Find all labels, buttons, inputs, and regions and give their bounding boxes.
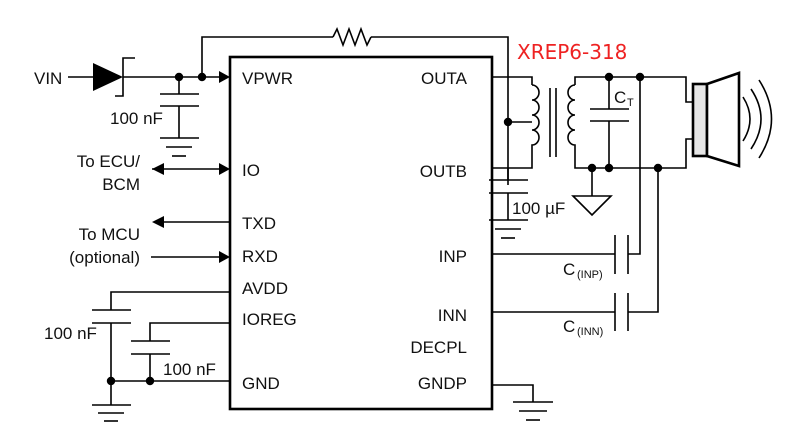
pin-inp: INP (439, 247, 467, 266)
pin-gnd: GND (242, 374, 280, 393)
pin-avdd: AVDD (242, 279, 288, 298)
diode-icon (93, 63, 123, 91)
pin-io: IO (242, 161, 260, 180)
pin-vpwr: VPWR (242, 69, 293, 88)
ic-left-pins: VPWR IO TXD RXD AVDD IOREG GND (242, 69, 297, 393)
ecu-label-1: To ECU/ (77, 152, 141, 171)
pin-rxd: RXD (242, 247, 278, 266)
cap-avdd-value: 100 nF (44, 324, 97, 343)
cap-outb-value: 100 µF (512, 199, 565, 218)
cinp-label: C (563, 260, 575, 279)
vin-label: VIN (34, 69, 62, 88)
cap-vpwr: 100 nF (110, 77, 199, 157)
ct-label: C (614, 88, 626, 107)
pin-ioreg: IOREG (242, 310, 297, 329)
ic-body (228, 55, 494, 411)
cinp-subscript: (INP) (577, 269, 603, 281)
secondary-coil-icon (567, 84, 576, 160)
cinn-label: C (563, 317, 575, 336)
chassis-ground-icon (571, 195, 613, 217)
resistor-icon (332, 26, 372, 48)
cap-vpwr-value: 100 nF (110, 109, 163, 128)
io-line: To ECU/ BCM (77, 152, 230, 194)
ecu-label-2: BCM (102, 175, 140, 194)
mcu-label-1: To MCU (79, 225, 140, 244)
output-stage (492, 76, 700, 169)
cap-outb: 100 µF (489, 168, 565, 239)
txd-rxd-lines: To MCU (optional) (69, 216, 230, 267)
primary-coil-icon (531, 84, 540, 160)
cap-ioreg-value: 100 nF (163, 360, 216, 379)
input-coupling: C (INP) C (INN) (492, 77, 659, 338)
gndp-ground (492, 384, 553, 421)
part-number-title: XREP6-318 (517, 40, 627, 64)
speaker-icon (691, 71, 773, 168)
pin-gndp: GNDP (418, 374, 467, 393)
vin-input: VIN (34, 57, 230, 97)
avdd-ioreg-caps: 100 nF 100 nF (44, 291, 230, 422)
ct-subscript: T (627, 97, 634, 109)
ic-right-pins: OUTA OUTB INP INN DECPL GNDP (410, 69, 467, 393)
pin-inn: INN (438, 306, 467, 325)
cinn-subscript: (INN) (577, 326, 603, 338)
pin-outb: OUTB (420, 162, 467, 181)
pin-outa: OUTA (421, 69, 468, 88)
feedback-resistor (201, 26, 509, 185)
arrow-vpwr (219, 71, 230, 83)
pin-decpl: DECPL (410, 338, 467, 357)
mcu-label-2: (optional) (69, 248, 140, 267)
pin-txd: TXD (242, 214, 276, 233)
cap-ct: C T (571, 72, 663, 217)
